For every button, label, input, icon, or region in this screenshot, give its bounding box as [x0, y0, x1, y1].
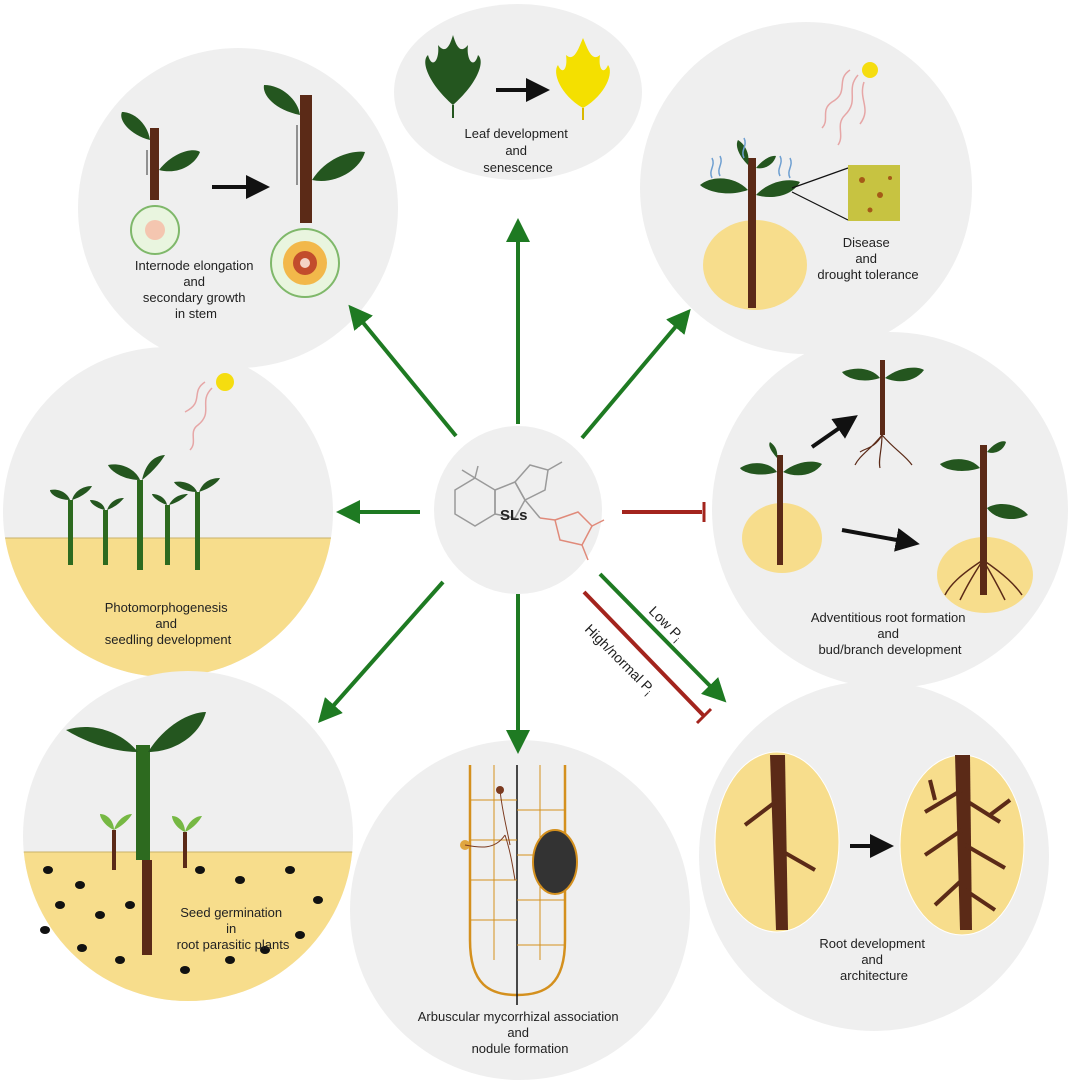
panel-root-development: Root development and architecture	[699, 681, 1049, 1031]
panel-leaf-development: Leaf development and senescence	[394, 4, 642, 180]
leaf-icon	[263, 85, 300, 115]
panel-leaf-label: Leaf development and senescence	[465, 126, 572, 175]
leaf-icon	[100, 814, 114, 830]
leaf-icon	[756, 180, 800, 198]
panel-internode-bg	[78, 48, 398, 368]
center-bg	[434, 426, 602, 594]
sl-molecule-structure	[454, 461, 563, 527]
leaf-icon	[114, 814, 132, 830]
center-label: SLs	[500, 507, 528, 524]
high-pi-label: High/normal Pi	[579, 621, 657, 699]
water-vapor-icon	[710, 137, 792, 179]
panel-disease-bg	[640, 22, 972, 354]
leaf-icon	[756, 155, 776, 169]
panel-seed-germination: Seed germination in root parasitic plant…	[23, 671, 353, 1001]
panel-internode-label: Internode elongation and secondary growt…	[135, 258, 257, 321]
panel-photo-label: Photomorphogenesis and seedling developm…	[105, 600, 232, 647]
leaf-icon	[121, 112, 150, 140]
leaf-icon	[940, 459, 980, 471]
arrow-to-seed[interactable]	[318, 580, 445, 723]
leaf-icon	[148, 712, 206, 752]
leaf-icon	[740, 463, 777, 475]
leaf-icon	[842, 368, 880, 381]
leaf-icon	[172, 816, 185, 832]
soil-band	[23, 852, 353, 1001]
panel-disease-drought: Disease and drought tolerance	[640, 22, 972, 354]
sl-butenolide-ring	[539, 511, 605, 561]
nodule-icon	[532, 829, 578, 895]
green-leaf-icon	[425, 35, 481, 105]
leaf-icon	[159, 150, 200, 172]
panel-adventitious-label: Adventitious root formation and bud/bran…	[811, 610, 969, 657]
leaf-icon	[987, 504, 1028, 520]
sun-icon	[184, 373, 234, 451]
panel-photomorphogenesis: Photomorphogenesis and seedling developm…	[3, 347, 333, 677]
leaf-icon	[783, 461, 822, 476]
leaf-icon	[185, 816, 202, 832]
root-icon	[955, 755, 972, 930]
panel-internode-elongation: Internode elongation and secondary growt…	[78, 48, 398, 368]
panel-disease-label: Disease and drought tolerance	[817, 235, 918, 282]
inhibit-high-pi[interactable]	[582, 590, 706, 718]
panel-seed-label: Seed germination in root parasitic plant…	[177, 905, 290, 952]
panel-arbuscular-mycorrhizal: Arbuscular mycorrhizal association and n…	[350, 740, 690, 1080]
leaf-icon	[885, 367, 924, 382]
arrow-to-disease[interactable]	[580, 308, 691, 440]
sun-icon	[821, 62, 878, 146]
center-sls: SLs	[434, 426, 605, 594]
leaf-icon	[66, 726, 138, 752]
arrow-to-internode[interactable]	[348, 304, 458, 438]
arrows	[318, 218, 727, 754]
leaf-icon	[700, 178, 748, 194]
panel-adventitious-root: Adventitious root formation and bud/bran…	[712, 332, 1068, 688]
seedlings	[50, 455, 220, 570]
yellow-leaf-icon	[556, 38, 610, 108]
leaf-icon	[769, 442, 778, 458]
panel-amf-bg	[350, 740, 690, 1080]
panel-amf-label: Arbuscular mycorrhizal association and n…	[418, 1009, 622, 1056]
leaf-icon	[987, 441, 1006, 453]
seeds	[40, 866, 323, 974]
diseased-leaf-zoom	[848, 165, 900, 221]
leaf-icon	[312, 151, 365, 181]
root-icon	[770, 755, 788, 930]
arrow-low-pi[interactable]	[598, 572, 727, 703]
panel-root-label: Root development and architecture	[819, 936, 928, 983]
